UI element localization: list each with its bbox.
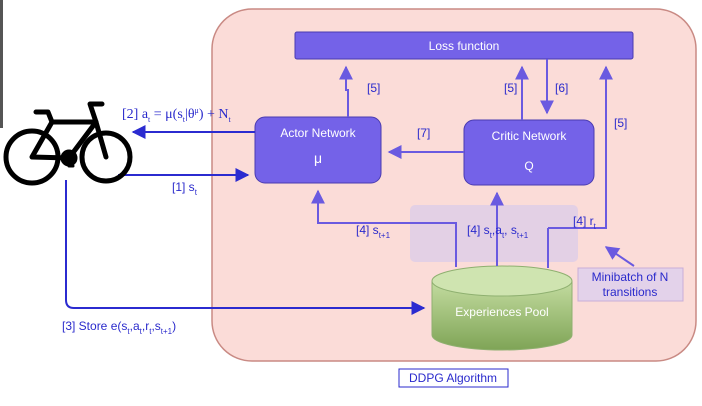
- actor-to-loss-arrow: [339, 65, 353, 117]
- reward-to-loss-arrow: [578, 65, 613, 229]
- critic-symbol: Q: [524, 159, 533, 173]
- pool-reward-label: [4] rt: [573, 214, 597, 231]
- store-arrow: [65, 180, 426, 315]
- ddpg-algorithm-region: [211, 8, 697, 362]
- minibatch-highlight: [410, 205, 578, 262]
- actor-network-label: Actor Network: [280, 126, 356, 140]
- reward-to-loss-label: [5]: [614, 116, 627, 130]
- loss-function-label: Loss function: [429, 39, 500, 53]
- state-label: [1] st: [172, 180, 198, 197]
- experiences-pool-cylinder: Experiences Pool: [431, 265, 573, 351]
- bicycle-icon: [3, 101, 133, 186]
- store-label: [3] Store e(st,at,rt,st+1): [62, 319, 176, 336]
- actor-to-loss-label: [5]: [367, 81, 380, 95]
- pool-to-actor-label: [4] st+1: [356, 223, 391, 240]
- loss-to-critic-label: [6]: [555, 81, 568, 95]
- left-edge-bar: [0, 0, 3, 128]
- experiences-pool-label: Experiences Pool: [455, 305, 548, 319]
- minibatch-line1: Minibatch of N: [592, 270, 669, 284]
- pool-to-critic-label: [4] st,at, st+1: [467, 223, 529, 240]
- critic-to-actor-label: [7]: [417, 126, 430, 140]
- pool-to-actor-arrow: [311, 189, 457, 267]
- minibatch-line2: transitions: [603, 285, 658, 299]
- critic-to-loss-label: [5]: [504, 81, 517, 95]
- ddpg-algorithm-tag: DDPG Algorithm: [398, 368, 509, 388]
- actor-symbol: μ: [314, 150, 322, 166]
- critic-network-box: Critic Network Q: [463, 119, 595, 186]
- loss-function-box: Loss function: [294, 31, 634, 60]
- ddpg-algorithm-label: DDPG Algorithm: [409, 371, 497, 385]
- actor-network-box: Actor Network μ: [254, 116, 382, 184]
- minibatch-callout: Minibatch of N transitions: [577, 267, 684, 302]
- critic-network-label: Critic Network: [492, 129, 568, 143]
- minibatch-pointer-arrow: [604, 246, 635, 267]
- action-label: [2] at = μ(st|θμ) + Nt: [122, 106, 232, 124]
